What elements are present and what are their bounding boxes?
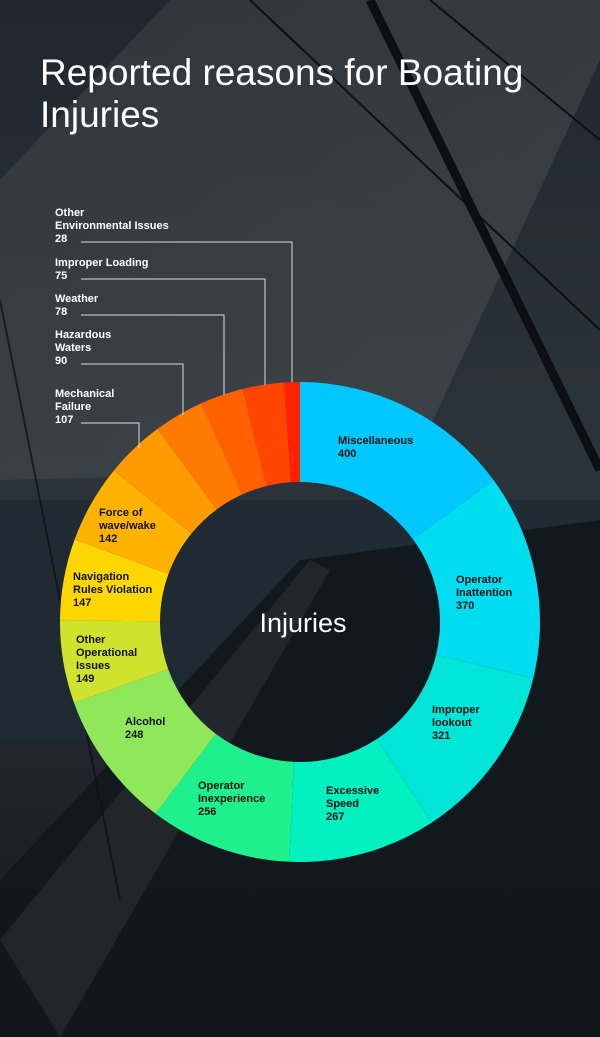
donut-slice-excessive-speed <box>289 738 432 862</box>
donut-slice-miscellaneous <box>300 382 494 540</box>
slice-label-line: Alcohol <box>125 716 165 728</box>
callout-line <box>81 241 293 383</box>
slice-label-line: Issues <box>76 660 110 672</box>
slice-value: 28 <box>55 233 67 245</box>
donut-slice-operator-inattention <box>412 480 541 679</box>
slice-label-line: Other <box>55 207 85 219</box>
donut-slice-navigation-rules-violation <box>60 539 169 622</box>
donut-slice-alcohol <box>74 669 216 814</box>
slice-value: 267 <box>326 811 344 823</box>
slice-label-line: Excessive <box>326 785 379 797</box>
slice-label-line: Miscellaneous <box>338 435 413 447</box>
slice-label-line: Inexperience <box>198 793 265 805</box>
slice-label-line: Force of <box>99 507 143 519</box>
slice-label-line: Mechanical <box>55 388 114 400</box>
slice-value: 256 <box>198 806 216 818</box>
slice-value: 90 <box>55 355 67 367</box>
donut-center-label: Injuries <box>259 608 346 638</box>
donut-slices <box>59 382 541 862</box>
slice-value: 149 <box>76 673 94 685</box>
slice-value: 248 <box>125 729 143 741</box>
callout-line <box>81 422 140 449</box>
slice-value: 370 <box>456 600 474 612</box>
donut-slice-weather <box>201 388 267 495</box>
slice-label-line: Inattention <box>456 587 512 599</box>
donut-slice-force-of-wave-wake <box>74 470 192 574</box>
donut-slice-other-operational-issues <box>59 620 169 703</box>
slice-value: 400 <box>338 448 356 460</box>
slice-label-line: Operational <box>76 647 137 659</box>
slice-label-line: Improper Loading <box>55 257 149 269</box>
donut-slice-mechanical-failure <box>113 428 217 534</box>
slice-label-line: Hazardous <box>55 329 111 341</box>
donut-slice-improper-lookout <box>376 654 534 823</box>
slice-label-line: Other <box>76 634 106 646</box>
slice-label-line: Waters <box>55 342 91 354</box>
slice-value: 147 <box>73 597 91 609</box>
donut-slice-hazardous-waters <box>157 403 243 510</box>
slice-label-line: lookout <box>432 717 472 729</box>
donut-slice-other-environmental-issues <box>284 382 300 483</box>
slice-value: 78 <box>55 306 67 318</box>
slice-label-line: Speed <box>326 798 359 810</box>
slice-value: 321 <box>432 730 450 742</box>
slice-value: 107 <box>55 414 73 426</box>
donut-slice-improper-loading <box>242 382 291 487</box>
slice-label-line: Operator <box>198 780 245 792</box>
slice-label-line: Navigation <box>73 571 130 583</box>
chart-title: Reported reasons for Boating Injuries <box>40 52 524 135</box>
slice-label-line: wave/wake <box>98 520 156 532</box>
slice-label-line: Failure <box>55 401 91 413</box>
callout-line <box>81 278 266 385</box>
callout-line <box>81 363 184 415</box>
callout-lines <box>81 241 293 449</box>
slice-value: 142 <box>99 533 117 545</box>
slice-label-line: Environmental Issues <box>55 220 169 232</box>
slice-label-line: Improper <box>432 704 480 716</box>
donut-slice-operator-inexperience <box>155 733 294 862</box>
slice-label-line: Weather <box>55 293 99 305</box>
slice-label-line: Rules Violation <box>73 584 153 596</box>
slice-value: 75 <box>55 270 67 282</box>
slice-label-line: Operator <box>456 574 503 586</box>
callout-line <box>81 314 225 396</box>
